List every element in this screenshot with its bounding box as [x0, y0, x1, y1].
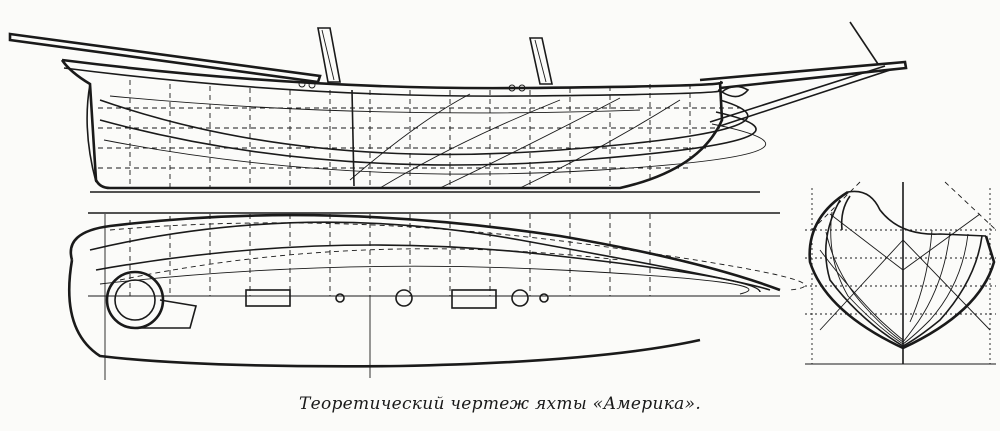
body-plan	[805, 181, 997, 365]
hawse-fitting	[720, 85, 750, 98]
main-boom	[8, 32, 322, 84]
hatch	[245, 289, 291, 307]
deck-outline	[69, 213, 781, 292]
rail-line	[63, 67, 721, 97]
half-breadth-plan	[68, 212, 806, 380]
bowsprit-stay	[709, 65, 886, 123]
rudder	[86, 83, 97, 183]
foremast	[317, 27, 341, 83]
bowsprit-spar	[849, 21, 879, 65]
body-section-outline	[808, 190, 996, 350]
bowsprit	[699, 60, 908, 90]
sheer-plan	[8, 21, 908, 193]
hull-profile	[60, 59, 724, 190]
drawing-caption: Теоретический чертеж яхты «Америка».	[298, 394, 702, 414]
mainmast	[529, 37, 553, 85]
sheer-line	[61, 58, 723, 90]
hatch	[451, 289, 497, 309]
